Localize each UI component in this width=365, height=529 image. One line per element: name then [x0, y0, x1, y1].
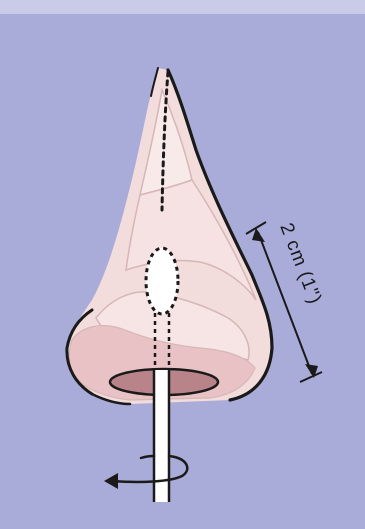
- dotted-oval-opening: [146, 248, 178, 314]
- top-band: [0, 0, 365, 14]
